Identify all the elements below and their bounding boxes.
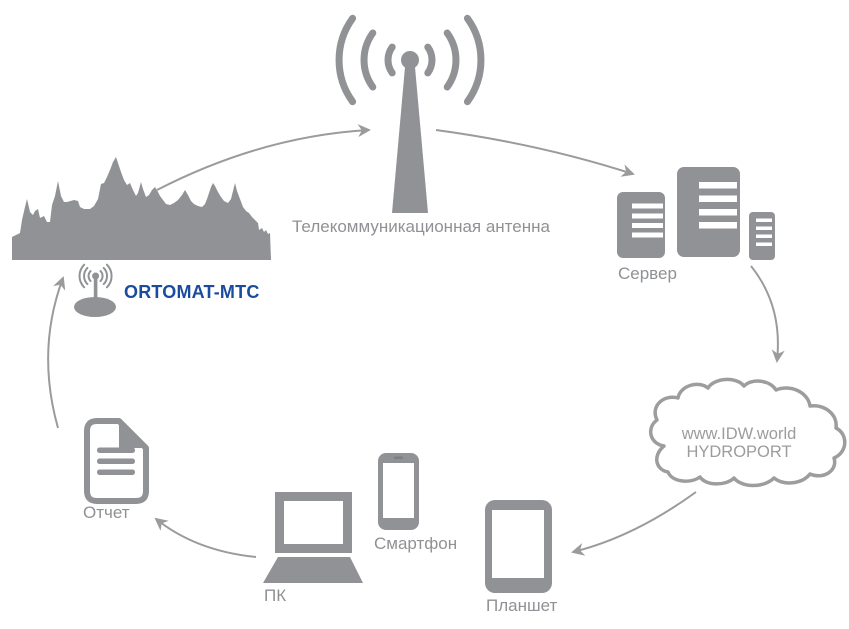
- tablet-label: Планшет: [486, 596, 558, 615]
- arrow-cloud-to-tablet: [571, 491, 697, 556]
- server-icon: [617, 167, 775, 260]
- radio-waves-icon: [335, 14, 485, 106]
- tablet-icon: [485, 500, 552, 593]
- server-label: Сервер: [618, 264, 677, 283]
- arrow-server-to-cloud: [750, 265, 785, 363]
- report-label: Отчет: [83, 503, 130, 522]
- antenna-label: Телекоммуникационная антенна: [292, 217, 550, 236]
- report-document-icon: [84, 418, 149, 504]
- arrow-antenna-to-server: [435, 129, 635, 177]
- pc-laptop-icon: [263, 492, 363, 583]
- pc-label: ПК: [264, 586, 287, 605]
- arrow-pc-to-report: [154, 517, 257, 558]
- city-skyline-icon: [12, 157, 271, 260]
- cloud-label: www.IDW.world HYDROPORT: [653, 425, 825, 461]
- cloud-portal-text: HYDROPORT: [686, 443, 792, 461]
- arrow-report-to-city: [47, 276, 66, 429]
- flow-arrows: [47, 124, 785, 558]
- smartphone-icon: [378, 453, 419, 530]
- cloud-icon: [648, 377, 847, 488]
- ortomat-device-label: ORTOMAT-MTC: [124, 282, 260, 302]
- arrow-city-to-antenna: [156, 124, 371, 191]
- ortomat-transmitter-icon: [74, 263, 116, 317]
- telecom-antenna-icon: [335, 14, 485, 213]
- cloud-url-text: www.IDW.world: [681, 425, 797, 443]
- smartphone-label: Смартфон: [374, 534, 458, 553]
